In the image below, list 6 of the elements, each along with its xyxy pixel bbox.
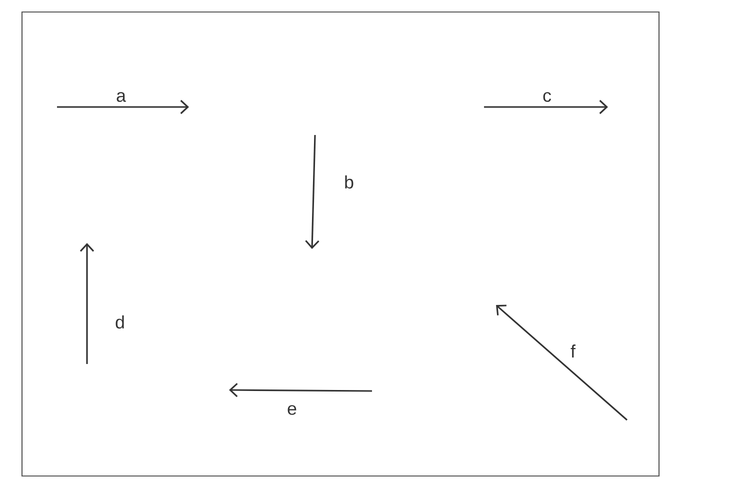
vector-label: a [116,92,126,102]
vector-label: c [543,92,552,102]
vector-label: b [345,175,354,189]
vector-label: f [570,344,576,358]
vector-label: d [116,315,124,329]
vector-label: e [288,405,296,415]
